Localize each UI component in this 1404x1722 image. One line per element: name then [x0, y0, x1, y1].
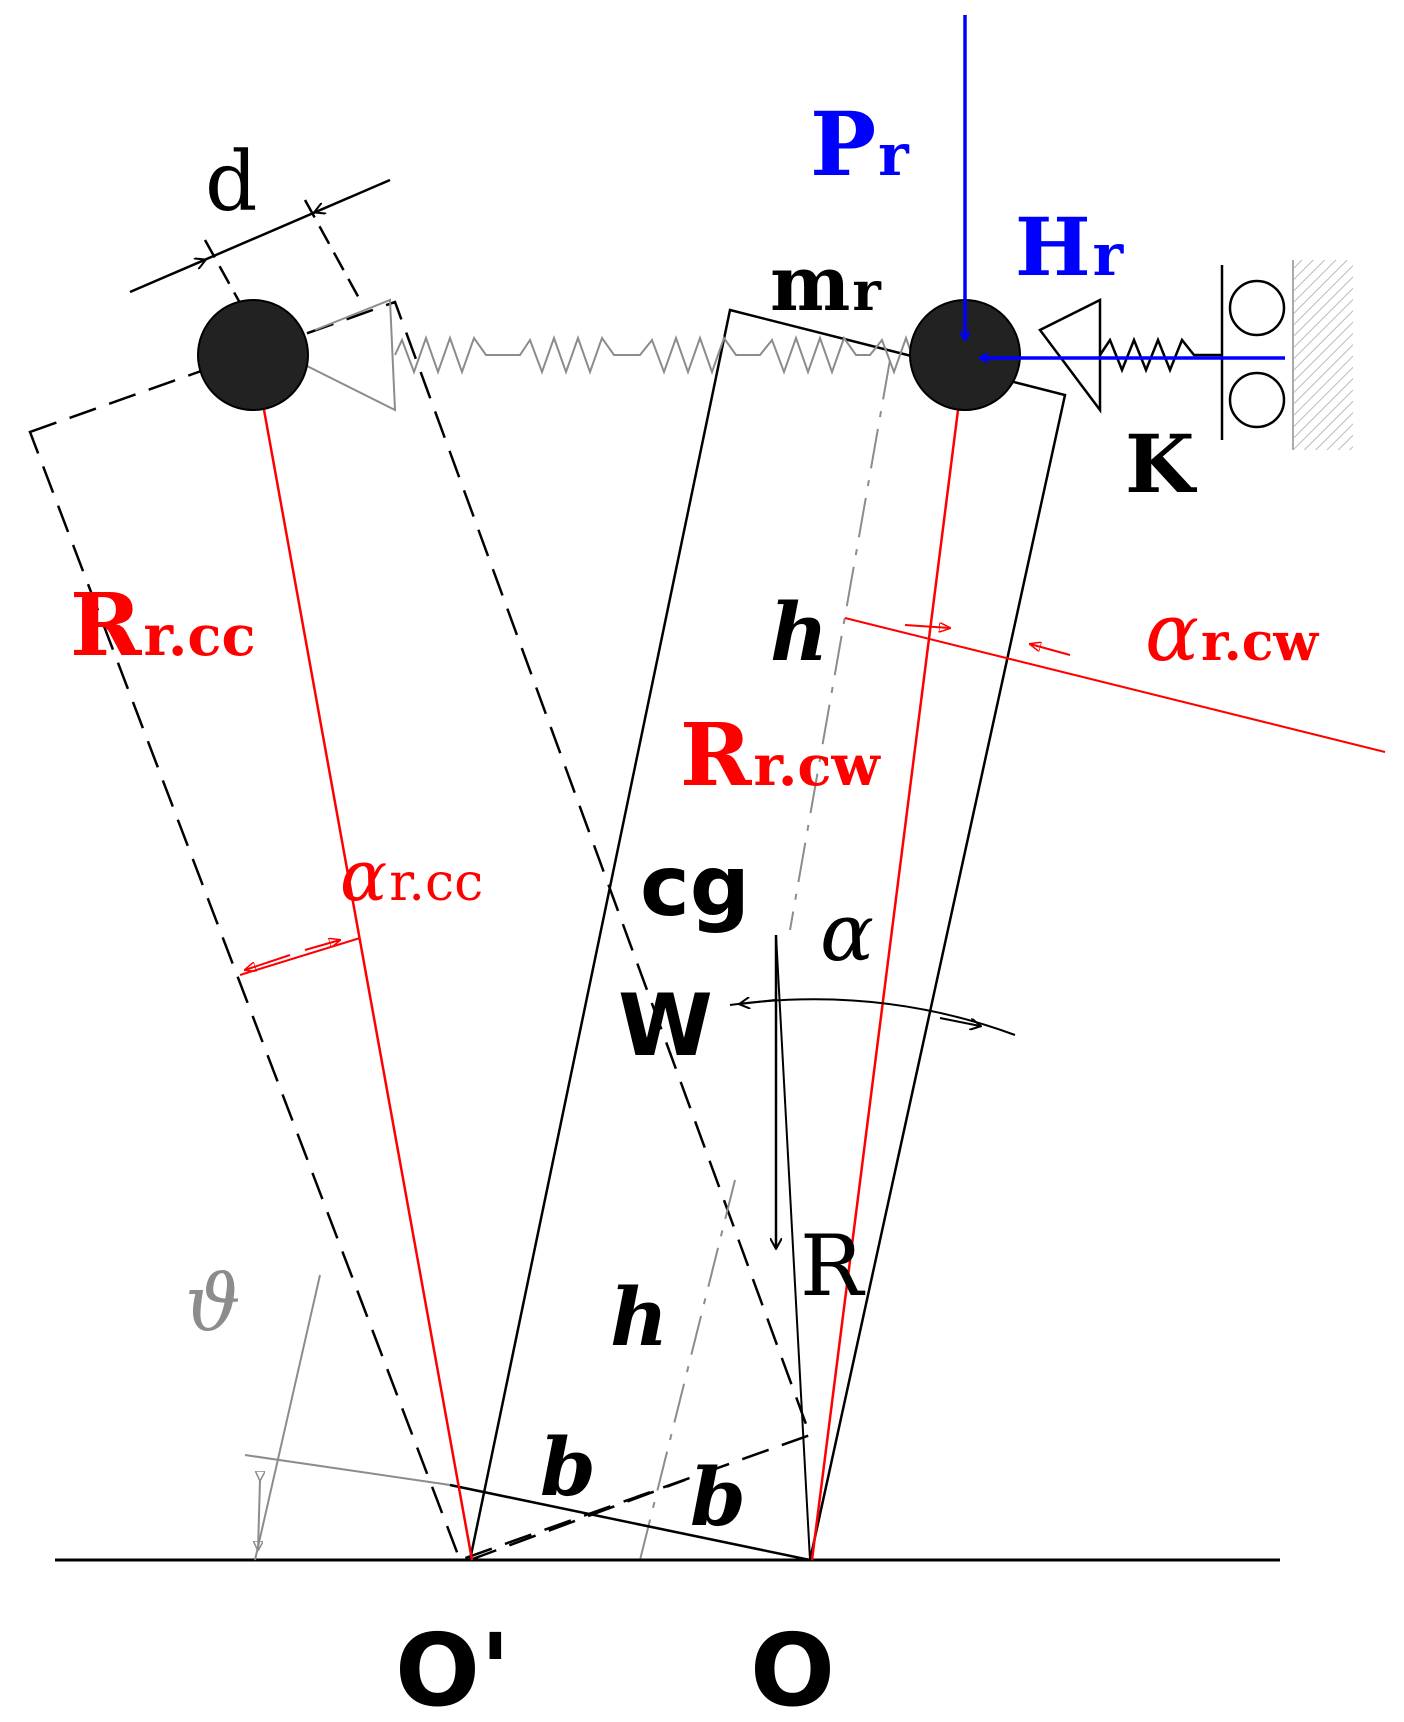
roller-bottom: [1228, 371, 1286, 429]
label-o-prime: O': [395, 1612, 511, 1722]
base-line-dashed: [469, 1478, 686, 1562]
centerline-lower: [639, 1179, 736, 1561]
alpha-cw-arrow-right: [1030, 644, 1071, 656]
label-h-lower: h: [610, 1270, 668, 1364]
label-h-upper: h: [770, 585, 828, 679]
label-o: O: [750, 1612, 835, 1722]
label-m-r: mr: [770, 239, 881, 328]
label-p-r: Pr: [810, 92, 910, 196]
spring-bracket-right: [1038, 297, 1102, 414]
wall-hatch: [1293, 260, 1353, 450]
label-r: R: [800, 1217, 866, 1315]
theta-arrow: [258, 1480, 260, 1550]
d-extension-left: [203, 239, 257, 331]
label-w: W: [618, 976, 713, 1076]
radius-line-cc: [253, 359, 474, 1561]
alpha-cc-arrow-right: [304, 940, 340, 951]
d-dimension-line: [129, 178, 391, 294]
alpha-arc-arrow-left: [740, 1000, 776, 1004]
alpha-arc: [729, 998, 1016, 1036]
d-extension-right: [303, 199, 362, 301]
radius-line-cw: [810, 354, 967, 1561]
label-alpha: α: [820, 886, 874, 979]
base-line-solid: [449, 1483, 811, 1562]
label-theta: ϑ: [185, 1259, 241, 1349]
alpha-cw-arrow-left: [904, 625, 950, 628]
theta-line-base: [244, 1454, 451, 1486]
label-r-cc: Rr.cc: [70, 575, 256, 676]
solid-block: [468, 308, 1067, 1562]
spring-k: [1098, 336, 1222, 374]
label-alpha-r-cw: αr.cw: [1145, 586, 1319, 679]
d-arrow-left: [169, 260, 205, 276]
mass-left: [197, 299, 309, 411]
spring-horizontal: [394, 334, 950, 376]
label-h-r: Hr: [1015, 200, 1125, 294]
label-k: K: [1125, 417, 1197, 511]
label-b-right: b: [690, 1450, 746, 1544]
label-b-left: b: [540, 1420, 596, 1514]
theta-line-angled: [254, 1274, 321, 1561]
label-cg: cg: [640, 837, 750, 935]
resultant-line: [775, 934, 811, 1561]
alpha-cc-arrow-left: [245, 954, 291, 970]
label-r-cw: Rr.cw: [680, 705, 881, 806]
mass-bracket-left: [304, 298, 397, 412]
centerline-upper: [789, 359, 891, 931]
alpha-arc-arrow-right: [939, 1017, 980, 1026]
d-arrow-right: [315, 196, 351, 212]
label-alpha-r-cc: αr.cc: [340, 835, 483, 917]
roller-top: [1228, 279, 1286, 337]
label-d: d: [205, 135, 258, 230]
alpha-cw-dimension-line: [844, 617, 1386, 753]
alpha-cc-dimension-line: [239, 937, 361, 976]
